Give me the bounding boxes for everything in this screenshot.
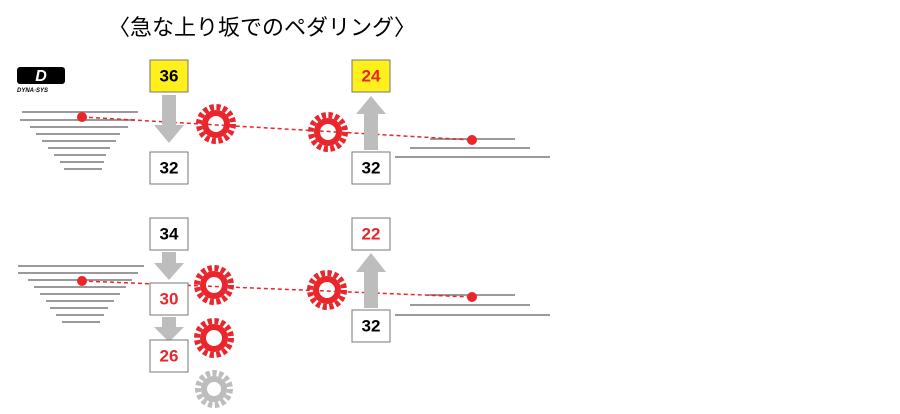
logo-text: DYNA·SYS xyxy=(17,88,48,94)
bottom-left-down-arrow-2 xyxy=(154,317,184,342)
bottom-left-via-label: 30 xyxy=(160,290,179,309)
top-right-from-box xyxy=(351,151,391,185)
scenario-bottom: 34 30 26 22 32 xyxy=(18,217,550,408)
top-right-from-label: 32 xyxy=(362,159,381,178)
bottom-front-dot xyxy=(467,292,477,302)
top-right-column: 24 32 xyxy=(351,59,391,185)
bottom-right-cog-icon xyxy=(307,270,347,310)
bottom-left-to-label: 26 xyxy=(160,347,179,366)
top-left-from-box xyxy=(149,59,189,93)
bottom-left-down-arrow-1 xyxy=(154,252,184,280)
top-right-to-box xyxy=(351,59,391,93)
top-right-to-label: 24 xyxy=(362,67,381,86)
bottom-left-cog-icon-gray xyxy=(195,370,233,408)
bottom-right-up-arrow xyxy=(356,253,386,308)
top-left-to-box xyxy=(149,151,189,185)
bottom-right-from-box xyxy=(351,309,391,343)
logo-mark: D xyxy=(35,68,47,85)
bottom-chain-line xyxy=(81,280,473,298)
top-left-from-label: 36 xyxy=(160,67,179,86)
top-rear-dot xyxy=(77,112,87,122)
bottom-rear-dot xyxy=(77,276,87,286)
top-right-up-arrow xyxy=(356,96,386,150)
bottom-left-cog-icon-2 xyxy=(194,318,234,358)
bottom-left-from-label: 34 xyxy=(160,225,179,244)
bottom-right-column: 22 32 xyxy=(351,217,391,343)
top-rear-cassette xyxy=(20,111,138,170)
top-chain-line xyxy=(81,116,473,141)
scenario-top: 36 32 24 32 xyxy=(20,59,550,185)
top-left-to-label: 32 xyxy=(160,159,179,178)
bottom-right-to-label: 22 xyxy=(362,225,381,244)
bottom-left-to-box xyxy=(149,339,189,373)
top-left-down-arrow xyxy=(154,95,184,143)
bottom-left-cog-icon-1 xyxy=(194,265,234,305)
bottom-left-via-box xyxy=(149,282,189,316)
bottom-right-from-label: 32 xyxy=(362,317,381,336)
top-right-cog-icon xyxy=(308,112,348,152)
bottom-right-to-box xyxy=(351,217,391,251)
dynasys-logo: D DYNA·SYS xyxy=(17,67,65,94)
bottom-rear-cassette xyxy=(18,265,144,323)
page-title: 〈急な上り坂でのペダリング〉 xyxy=(108,16,417,41)
bottom-left-from-box xyxy=(149,217,189,251)
top-left-cog-icon xyxy=(196,104,236,144)
top-front-dot xyxy=(467,135,477,145)
bottom-left-column: 34 30 26 xyxy=(149,217,189,373)
top-left-column: 36 32 xyxy=(149,59,189,185)
